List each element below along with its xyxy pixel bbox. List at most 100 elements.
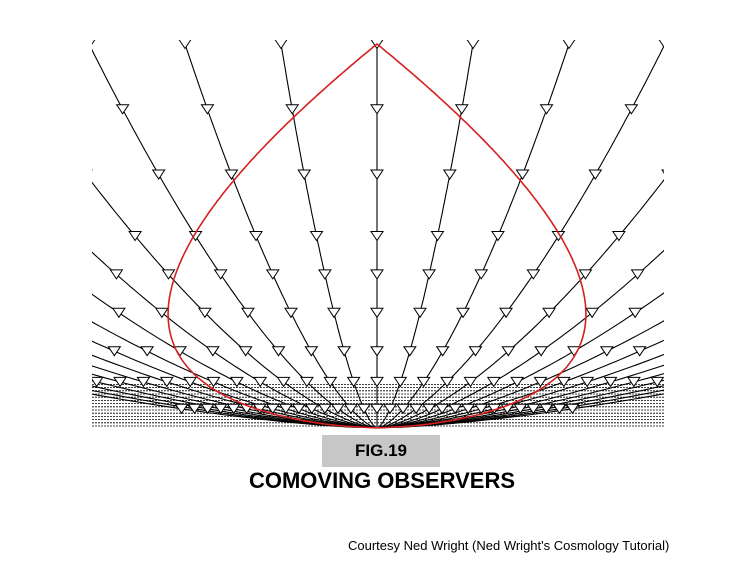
observer-marker	[422, 269, 437, 280]
observer-marker	[69, 232, 81, 241]
observer-marker	[115, 104, 130, 115]
worldline	[399, 393, 664, 428]
observer-marker	[675, 377, 687, 386]
observer-marker	[285, 104, 300, 115]
observer-marker	[435, 403, 450, 415]
observer-marker	[70, 308, 82, 317]
observer-marker	[304, 346, 319, 357]
observer-marker	[92, 40, 96, 45]
observer-marker	[510, 376, 525, 388]
observer-marker	[551, 231, 566, 242]
observer-marker	[650, 376, 664, 388]
observer-marker	[309, 231, 324, 242]
observer-marker	[67, 377, 79, 386]
observer-marker	[422, 403, 437, 415]
observer-marker	[402, 346, 417, 357]
observer-marker	[461, 403, 476, 415]
observer-marker	[542, 307, 557, 319]
observer-marker	[274, 40, 288, 50]
observer-marker	[370, 104, 384, 115]
observer-marker	[370, 403, 384, 415]
observer-marker	[58, 270, 70, 279]
observer-marker	[370, 169, 384, 180]
observer-marker	[565, 403, 580, 415]
observer-marker	[159, 376, 174, 388]
observer-marker	[735, 170, 747, 179]
observer-marker	[684, 270, 696, 279]
observer-marker	[499, 307, 513, 319]
observer-marker	[486, 376, 501, 388]
worldline	[387, 320, 664, 428]
observer-marker	[515, 169, 530, 180]
observer-marker	[151, 169, 166, 180]
observer-marker	[291, 403, 306, 415]
observer-marker	[556, 376, 571, 388]
worldline	[92, 393, 355, 428]
observer-marker	[249, 231, 263, 242]
observer-marker	[734, 232, 746, 241]
observer-marker	[370, 231, 384, 242]
observer-marker	[393, 376, 408, 388]
observer-marker	[213, 269, 228, 280]
worldline	[92, 373, 361, 428]
observer-marker	[344, 403, 358, 415]
observer-marker	[241, 307, 255, 319]
worldline	[396, 385, 664, 428]
observer-marker	[92, 169, 93, 171]
observer-marker	[265, 269, 280, 280]
observer-marker	[526, 403, 541, 415]
observer-marker	[43, 347, 55, 356]
observer-marker	[327, 307, 341, 319]
observer-marker	[658, 40, 664, 48]
observer-marker	[370, 376, 384, 388]
observer-marker	[409, 403, 424, 415]
observer-marker	[337, 346, 352, 357]
credit-text: Courtesy Ned Wright (Ned Wright's Cosmol…	[348, 538, 670, 553]
observer-marker	[474, 403, 489, 415]
observer-marker	[107, 346, 122, 357]
observer-marker	[44, 377, 56, 386]
observer-marker	[736, 270, 748, 279]
observer-marker	[357, 403, 371, 415]
worldline	[392, 364, 664, 428]
observer-marker	[297, 169, 312, 180]
worldline	[395, 379, 664, 428]
observer-marker	[299, 376, 314, 388]
observer-marker	[501, 346, 516, 357]
observer-marker	[383, 403, 397, 415]
observer-marker	[109, 269, 124, 280]
observer-marker	[317, 403, 332, 415]
observer-marker	[284, 307, 298, 319]
worldline	[92, 181, 371, 428]
observer-marker	[188, 231, 203, 242]
observer-marker	[200, 104, 215, 115]
observer-marker	[552, 403, 567, 415]
observer-marker	[200, 403, 215, 415]
observer-marker	[323, 376, 338, 388]
observer-marker	[632, 346, 647, 357]
observer-marker	[624, 104, 639, 115]
observer-marker	[178, 40, 192, 50]
observer-marker	[468, 346, 483, 357]
observer-marker	[448, 403, 463, 415]
observer-marker	[128, 231, 143, 242]
observer-marker	[317, 269, 332, 280]
observer-marker	[154, 307, 169, 319]
observer-marker	[253, 376, 268, 388]
observer-marker	[271, 346, 286, 357]
observer-marker	[8, 232, 20, 241]
observer-marker	[435, 346, 450, 357]
observer-marker	[205, 346, 220, 357]
observer-marker	[539, 104, 554, 115]
observer-marker	[304, 403, 319, 415]
observer-marker	[626, 376, 641, 388]
worldline	[92, 385, 358, 428]
observer-marker	[213, 403, 228, 415]
observer-marker	[673, 232, 685, 241]
observer-marker	[278, 403, 293, 415]
observer-marker	[698, 377, 710, 386]
observer-marker	[585, 307, 600, 319]
observer-marker	[10, 347, 22, 356]
observer-marker	[440, 376, 455, 388]
